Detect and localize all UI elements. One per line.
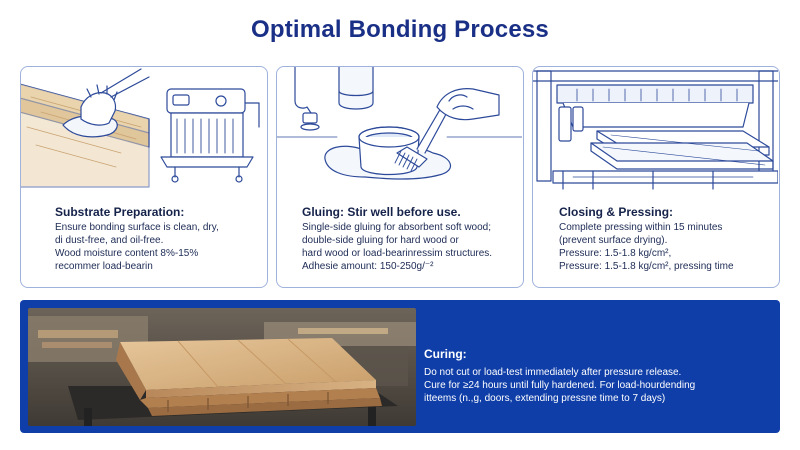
step-heading: Gluing: Stir well before use. <box>302 205 461 219</box>
step-heading: Closing & Pressing: <box>559 205 674 219</box>
step-line: (prevent surface drying). <box>559 235 668 246</box>
curing-description: Do not cut or load-test immediately afte… <box>424 366 774 405</box>
glue-pot-and-brush-icon <box>277 67 522 191</box>
step-line: Single-side gluing for absorbent soft wo… <box>302 222 492 233</box>
cloth-wipe-and-moisture-meter-icon <box>21 67 266 191</box>
curing-line: itteems (n.,g, doors, extending pressne … <box>424 393 666 404</box>
curing-line: Do not cut or load-test immediately afte… <box>424 367 682 378</box>
curing-banner: Curing: Do not cut or load-test immediat… <box>20 300 780 433</box>
glued-wood-panels-on-workbench-photo <box>28 308 416 426</box>
step-line: Wood moisture content 8%-15% <box>55 248 199 259</box>
page-title: Optimal Bonding Process <box>251 16 549 43</box>
step-line: di dust-free, and oil-free. <box>55 235 164 246</box>
step-line: double-side gluing for hard wood or <box>302 235 459 246</box>
step-line: Pressure: 1.5-1.8 kg/cm², pressing time <box>559 261 734 272</box>
curing-heading: Curing: <box>424 347 467 361</box>
step-line: Adhesie amount: 150-250g/⁻² <box>302 261 434 272</box>
step-card-substrate-preparation: Substrate Preparation: Ensure bonding su… <box>20 66 268 288</box>
step-line: recommer load-bearin <box>55 261 153 272</box>
step-card-closing-pressing: Closing & Pressing: Complete pressing wi… <box>532 66 780 288</box>
step-description: Single-side gluing for absorbent soft wo… <box>302 221 520 273</box>
step-description: Complete pressing within 15 minutes (pre… <box>559 221 775 273</box>
step-heading: Substrate Preparation: <box>55 205 185 219</box>
step-line: Pressure: 1.5-1.8 kg/cm², <box>559 248 672 259</box>
step-card-gluing: Gluing: Stir well before use. Single-sid… <box>276 66 524 288</box>
hydraulic-press-icon <box>533 67 778 191</box>
curing-line: Cure for ≥24 hours until fully hardened.… <box>424 380 696 391</box>
step-line: Ensure bonding surface is clean, dry, <box>55 222 219 233</box>
step-description: Ensure bonding surface is clean, dry, di… <box>55 221 263 273</box>
step-line: hard wood or load-bearinressim structure… <box>302 248 493 259</box>
step-line: Complete pressing within 15 minutes <box>559 222 723 233</box>
